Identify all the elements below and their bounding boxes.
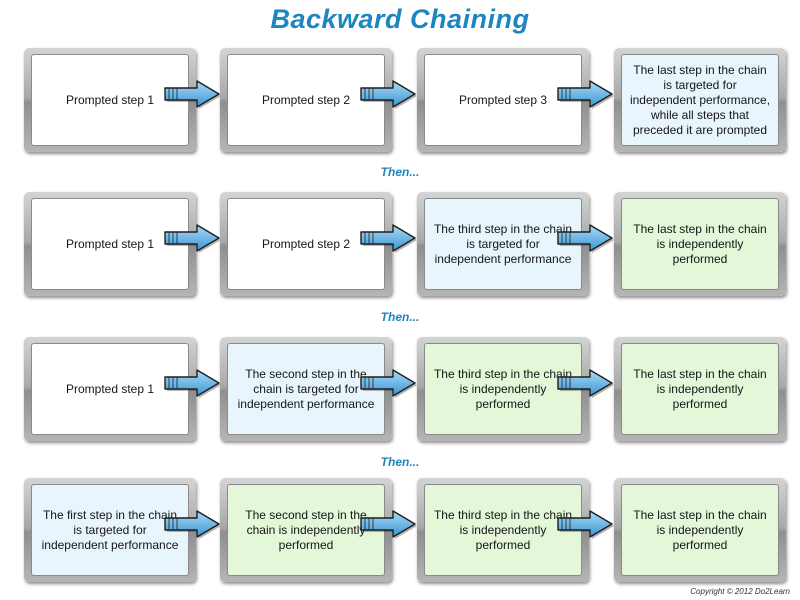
- independent-step-card: The third step in the chain is independe…: [424, 484, 582, 576]
- right-arrow-icon: [359, 223, 417, 253]
- prompted-step-card: Prompted step 2: [227, 54, 385, 146]
- right-arrow-icon: [359, 509, 417, 539]
- right-arrow-icon: [359, 368, 417, 398]
- copyright-notice: Copyright © 2012 Do2Learn: [690, 587, 790, 596]
- step-text: The last step in the chain is independen…: [633, 507, 767, 552]
- independent-step-card: The second step in the chain is independ…: [227, 484, 385, 576]
- right-arrow-icon: [556, 368, 614, 398]
- prompted-step-card: Prompted step 1: [31, 54, 189, 146]
- right-arrow-icon: [163, 79, 221, 109]
- step-box: The last step in the chain is independen…: [614, 337, 786, 441]
- step-text: The second step in the chain is independ…: [245, 507, 367, 552]
- prompted-step-card: Prompted step 1: [31, 198, 189, 290]
- targeted-step-card: The first step in the chain is targeted …: [31, 484, 189, 576]
- prompted-step-card: Prompted step 1: [31, 343, 189, 435]
- step-text: Prompted step 1: [65, 381, 155, 396]
- independent-step-card: The last step in the chain is independen…: [621, 198, 779, 290]
- step-text: Prompted step 3: [458, 92, 548, 107]
- right-arrow-icon: [556, 509, 614, 539]
- step-text: The last step in the chain is independen…: [633, 221, 767, 266]
- step-box: The last step in the chain is targeted f…: [614, 48, 786, 152]
- step-box: The third step in the chain is independe…: [417, 337, 589, 441]
- step-text: The last step in the chain is targeted f…: [629, 62, 771, 137]
- prompted-step-card: Prompted step 3: [424, 54, 582, 146]
- step-text: The second step in the chain is targeted…: [237, 366, 375, 411]
- step-text: The third step in the chain is independe…: [433, 507, 573, 552]
- step-box: Prompted step 2: [220, 192, 392, 296]
- step-text: The third step in the chain is independe…: [433, 366, 573, 411]
- step-box: The last step in the chain is independen…: [614, 192, 786, 296]
- right-arrow-icon: [556, 223, 614, 253]
- right-arrow-icon: [163, 509, 221, 539]
- step-box: The first step in the chain is targeted …: [24, 478, 196, 582]
- step-text: The third step in the chain is targeted …: [433, 221, 573, 266]
- step-text: Prompted step 2: [261, 236, 351, 251]
- independent-step-card: The last step in the chain is independen…: [621, 484, 779, 576]
- step-text: Prompted step 2: [261, 92, 351, 107]
- step-text: Prompted step 1: [65, 92, 155, 107]
- then-label: Then...: [380, 310, 420, 324]
- then-label: Then...: [380, 455, 420, 469]
- right-arrow-icon: [556, 79, 614, 109]
- diagram-title: Backward Chaining: [270, 4, 530, 34]
- step-box: Prompted step 1: [24, 337, 196, 441]
- step-text: Prompted step 1: [65, 236, 155, 251]
- targeted-step-card: The third step in the chain is targeted …: [424, 198, 582, 290]
- prompted-step-card: Prompted step 2: [227, 198, 385, 290]
- step-text: The first step in the chain is targeted …: [41, 507, 179, 552]
- targeted-step-card: The second step in the chain is targeted…: [227, 343, 385, 435]
- independent-step-card: The third step in the chain is independe…: [424, 343, 582, 435]
- right-arrow-icon: [359, 79, 417, 109]
- right-arrow-icon: [163, 223, 221, 253]
- step-text: The last step in the chain is independen…: [633, 366, 767, 411]
- step-box: The last step in the chain is independen…: [614, 478, 786, 582]
- independent-step-card: The last step in the chain is independen…: [621, 343, 779, 435]
- then-label: Then...: [380, 165, 420, 179]
- right-arrow-icon: [163, 368, 221, 398]
- targeted-step-card: The last step in the chain is targeted f…: [621, 54, 779, 146]
